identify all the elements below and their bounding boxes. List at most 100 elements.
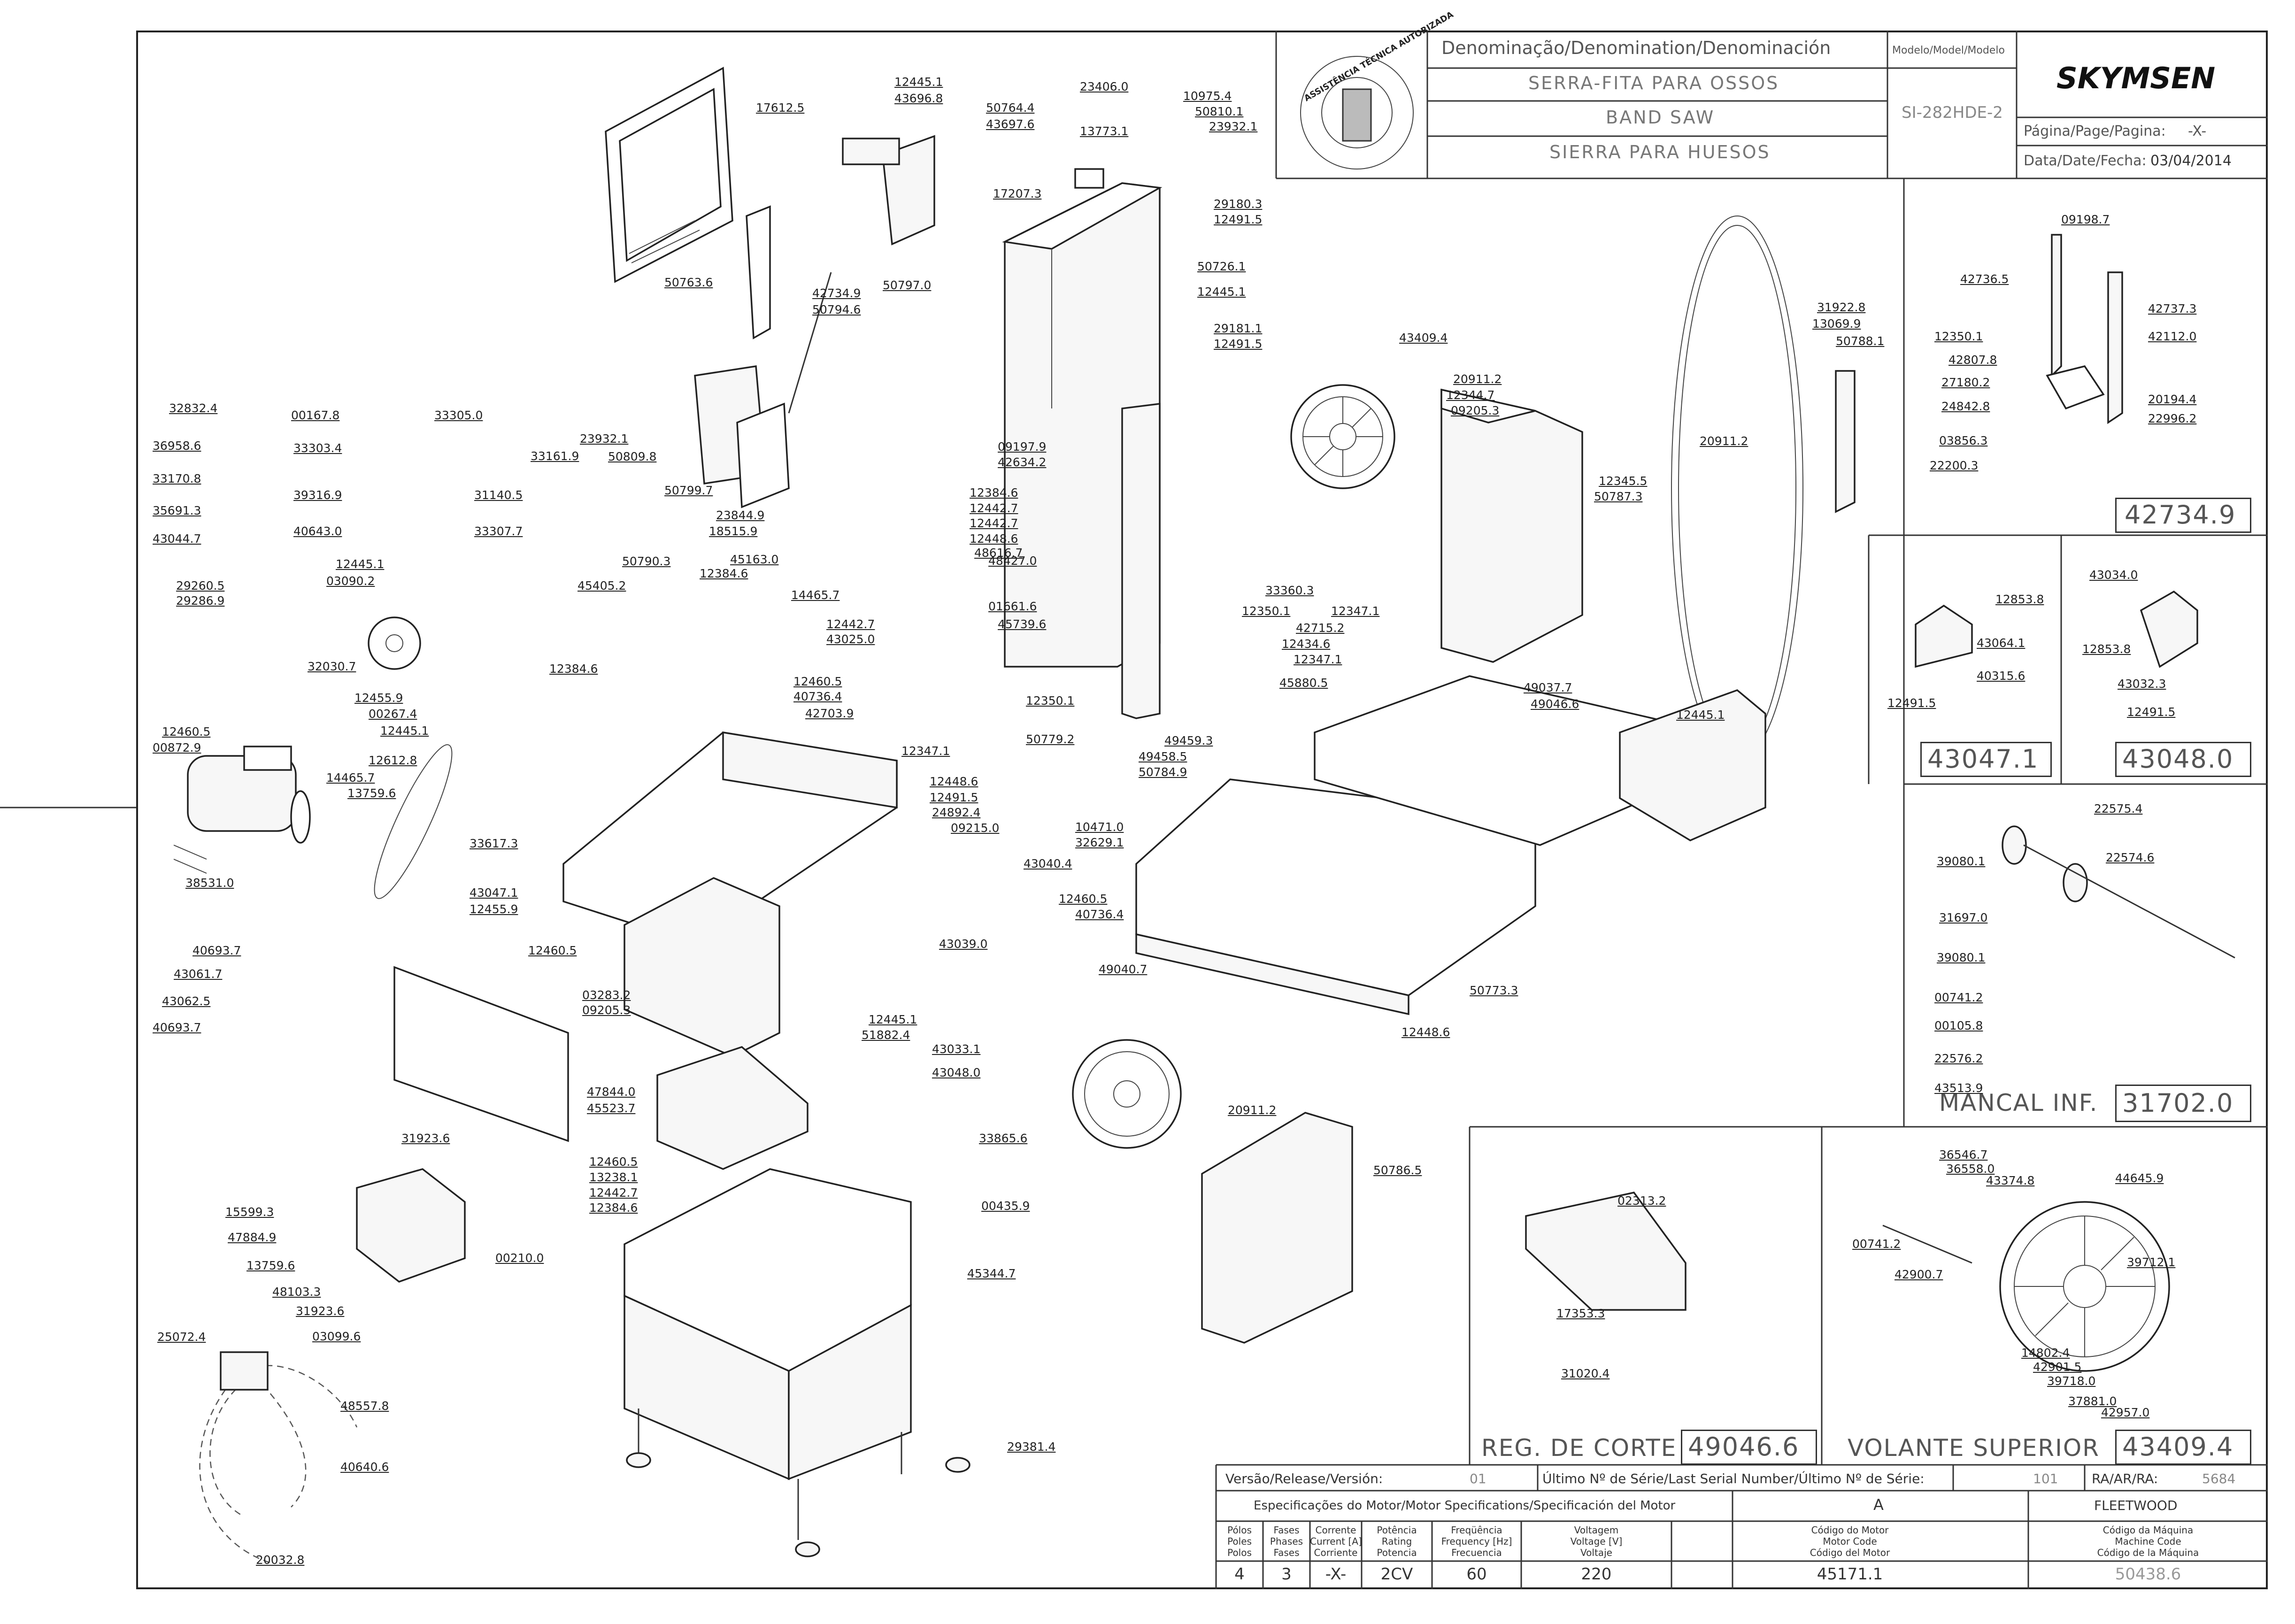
volante-code-box [2115, 1430, 2251, 1465]
part-number-label: 24842.8 [1941, 400, 1990, 413]
spec-value-3: 2CV [1380, 1565, 1413, 1584]
name-spanish: SIERRA PARA HUESOS [1549, 142, 1771, 162]
part-number-label: 48427.0 [988, 554, 1037, 568]
mancal-title: MANCAL INF. [1939, 1089, 2098, 1116]
part-number-label: 40736.4 [1075, 908, 1124, 921]
part-number-label: 42112.0 [2148, 330, 2197, 343]
part-number-label: 48616.7 [974, 546, 1023, 560]
mancal-code-box [2115, 1085, 2251, 1122]
part-number-label: 03856.3 [1939, 434, 1988, 447]
reg-corte-code: 49046.6 [1688, 1432, 1800, 1462]
inset-43047-box [1920, 742, 2052, 777]
spec-value-5: 220 [1581, 1565, 1612, 1584]
spec-header-0: Pólos Poles Polos [1227, 1524, 1252, 1558]
part-number-label: 31923.6 [401, 1131, 450, 1145]
part-number-label: 13759.6 [246, 1259, 295, 1272]
part-number-label: 51882.4 [862, 1028, 910, 1042]
part-number-label: 49040.7 [1099, 962, 1148, 976]
part-number-label: 48103.3 [272, 1285, 321, 1299]
reg-corte-code-box [1681, 1430, 1817, 1465]
part-number-label: 50788.1 [1836, 334, 1885, 348]
part-number-label: 12445.1 [1676, 708, 1725, 722]
page-value: -X- [2188, 123, 2207, 139]
part-number-label: 12384.6 [589, 1201, 638, 1215]
part-number-label: 42736.5 [1960, 272, 2009, 286]
part-number-label: 12491.5 [1214, 337, 1263, 351]
part-number-label: 12455.9 [470, 902, 518, 916]
part-number-label: 48557.8 [340, 1399, 389, 1413]
part-number-label: 33865.6 [979, 1131, 1028, 1145]
part-number-label: 12491.5 [2127, 705, 2176, 719]
part-number-label: 43374.8 [1986, 1174, 2035, 1187]
part-number-label: 31922.8 [1817, 300, 1866, 314]
part-number-label: 50773.3 [1470, 984, 1518, 997]
part-number-label: 43064.1 [1977, 636, 2025, 650]
part-number-label: 50799.7 [664, 484, 713, 497]
spec-value-1: 3 [1281, 1565, 1292, 1584]
part-number-label: 09215.0 [951, 821, 1000, 835]
part-number-label: 17612.5 [756, 101, 805, 115]
spec-header-3: Potência Rating Potencia [1377, 1524, 1417, 1558]
spec-header-7: Código da Máquina Machine Code Código de… [2097, 1524, 2199, 1558]
part-number-label: 10975.4 [1183, 89, 1232, 103]
part-number-label: 43040.4 [1024, 857, 1072, 870]
part-number-label: 31923.6 [296, 1304, 345, 1318]
part-number-label: 29260.5 [176, 579, 225, 593]
spec-value-0: 4 [1234, 1565, 1245, 1584]
part-number-label: 12460.5 [589, 1155, 638, 1169]
part-number-label: 36546.7 [1939, 1148, 1988, 1162]
part-number-label: 12350.1 [1026, 694, 1075, 708]
part-number-label: 13773.1 [1080, 124, 1129, 138]
part-number-label: 22575.4 [2094, 802, 2143, 816]
part-number-label: 17353.3 [1556, 1307, 1605, 1320]
part-number-label: 42715.2 [1296, 621, 1345, 635]
part-number-label: 50786.5 [1373, 1163, 1422, 1177]
part-number-label: 09197.9 [998, 440, 1047, 454]
part-number-label: 12445.1 [869, 1013, 917, 1026]
spec-header-6: Código do Motor Motor Code Código del Mo… [1810, 1524, 1890, 1558]
part-number-label: 49458.5 [1139, 750, 1187, 763]
part-number-label: 00435.9 [981, 1199, 1030, 1213]
spec-value-4: 60 [1466, 1565, 1487, 1584]
part-number-label: 43044.7 [153, 532, 201, 546]
part-number-label: 39718.0 [2047, 1374, 2096, 1388]
part-number-label: 35691.3 [153, 504, 201, 517]
part-number-label: 47884.9 [228, 1231, 277, 1244]
part-number-label: 14802.4 [2021, 1346, 2070, 1360]
part-number-label: 24892.4 [932, 806, 981, 819]
part-number-label: 00267.4 [369, 707, 417, 721]
date-value: 03/04/2014 [2150, 153, 2232, 169]
drawing-sheet [136, 31, 2268, 1589]
part-number-label: 39080.1 [1937, 951, 1986, 964]
volante-code: 43409.4 [2122, 1432, 2234, 1462]
part-number-label: 43034.0 [2089, 568, 2138, 582]
part-number-label: 18515.9 [709, 524, 758, 538]
brand-logo: SKYMSEN [2056, 61, 2216, 95]
part-number-label: 14465.7 [791, 588, 840, 602]
part-number-label: 02313.2 [1617, 1194, 1666, 1208]
volante-title: VOLANTE SUPERIOR [1848, 1434, 2100, 1462]
part-number-label: 12853.8 [2082, 642, 2131, 656]
part-number-label: 39316.9 [293, 488, 342, 502]
part-number-label: 45163.0 [730, 553, 779, 566]
part-number-label: 12350.1 [1934, 330, 1983, 343]
part-number-label: 12445.1 [380, 724, 429, 738]
part-number-label: 31140.5 [474, 488, 523, 502]
part-number-label: 12460.5 [1059, 892, 1108, 906]
part-number-label: 49046.6 [1531, 697, 1579, 711]
part-number-label: 33305.0 [434, 408, 483, 422]
inset-43048-box [2115, 742, 2251, 777]
name-english: BAND SAW [1606, 107, 1715, 128]
part-number-label: 42703.9 [805, 707, 854, 720]
part-number-label: 03099.6 [312, 1330, 361, 1343]
part-number-label: 12384.6 [549, 662, 598, 676]
part-number-label: 29286.9 [176, 594, 225, 608]
part-number-label: 50809.8 [608, 450, 657, 463]
part-number-label: 12455.9 [354, 691, 403, 705]
part-number-label: 37881.0 [2068, 1394, 2117, 1408]
part-number-label: 20032.8 [256, 1553, 305, 1567]
mancal-code: 31702.0 [2122, 1088, 2234, 1118]
reg-corte-title: REG. DE CORTE [1481, 1434, 1677, 1462]
part-number-label: 12491.5 [1214, 213, 1263, 226]
